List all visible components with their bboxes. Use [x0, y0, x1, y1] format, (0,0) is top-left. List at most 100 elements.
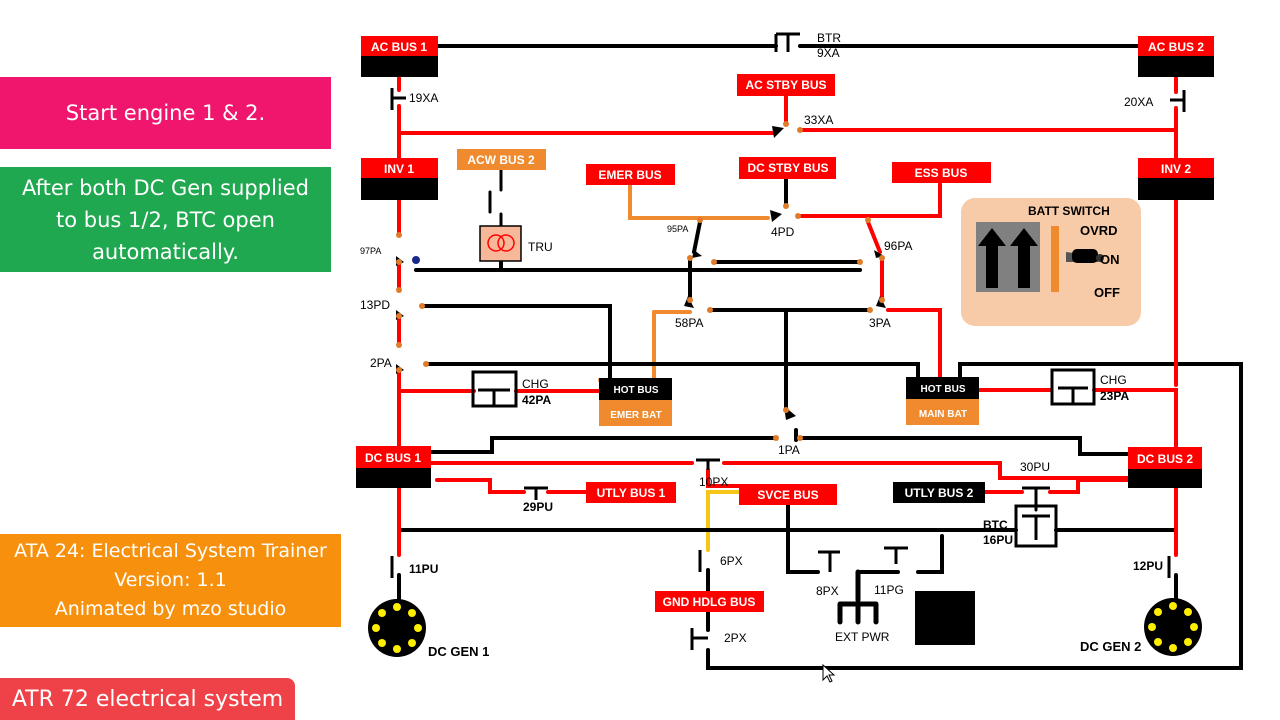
contactor-19xa-symbol [390, 88, 406, 110]
label-chg-2: CHG [1100, 373, 1127, 387]
bus-svce: SVCE BUS [739, 484, 837, 505]
label-btc: BTC [983, 518, 1008, 532]
trainer-info-line-1: ATA 24: Electrical System Trainer [14, 540, 327, 562]
emer-bat-label: EMER BAT [610, 410, 661, 421]
bus-svce-label: SVCE BUS [757, 488, 818, 502]
btc-note-line-2: to bus 1/2, BTC open [56, 207, 275, 232]
label-19xa: 19XA [409, 91, 438, 105]
label-2pa: 2PA [370, 356, 392, 370]
batt-switch-title: BATT SWITCH [1028, 204, 1110, 218]
inv-1: INV 1 [361, 158, 438, 200]
bus-ac-stby-label: AC STBY BUS [745, 78, 826, 92]
bus-gnd-hdlg: GND HDLG BUS [655, 591, 764, 612]
chg-42pa-symbol [471, 370, 518, 408]
pivot-33xa [772, 126, 784, 138]
batt-switch-indicator-bar [1051, 226, 1059, 292]
bus-ess-label: ESS BUS [915, 166, 968, 180]
bus-acw-2-label: ACW BUS 2 [467, 153, 535, 167]
inv-1-label: INV 1 [384, 162, 414, 176]
bus-gnd-hdlg-label: GND HDLG BUS [663, 595, 756, 609]
btc-contactor-symbol [1014, 504, 1058, 548]
bus-ac-2-label: AC BUS 2 [1148, 40, 1204, 54]
label-96pa: 96PA [884, 239, 912, 253]
contactor-symbols [390, 32, 1186, 650]
label-4pd: 4PD [771, 225, 795, 239]
main-battery: HOT BUS MAIN BAT [906, 377, 979, 425]
label-16pu: 16PU [983, 533, 1013, 547]
bus-utly-1: UTLY BUS 1 [586, 482, 676, 503]
bus-ac-stby: AC STBY BUS [737, 74, 835, 96]
bus-ac-1-label: AC BUS 1 [371, 40, 427, 54]
bus-dc-2-label: DC BUS 2 [1137, 452, 1193, 466]
tru-unit: TRU [479, 225, 553, 262]
btr-contactor-symbol [774, 32, 800, 52]
bus-dc-stby: DC STBY BUS [739, 157, 836, 179]
wires [397, 44, 1243, 670]
bus-ess: ESS BUS [892, 162, 991, 183]
trainer-info-line-2: Version: 1.1 [114, 569, 227, 591]
label-ext-pwr: EXT PWR [835, 630, 890, 644]
main-hot-bus-label: HOT BUS [921, 384, 966, 395]
mouse-cursor-icon [822, 663, 836, 683]
batt-switch-toggle[interactable] [1066, 249, 1104, 263]
pivot-4pd [770, 210, 782, 222]
tru-junction-dot [412, 256, 420, 264]
label-6px: 6PX [720, 554, 743, 568]
bus-acw-2: ACW BUS 2 [457, 149, 546, 170]
label-29pu: 29PU [523, 500, 553, 514]
contactor-2px-symbol [690, 628, 708, 650]
contactor-30pu-symbol [1022, 486, 1050, 498]
label-95pa: 95PA [667, 224, 688, 234]
label-2px: 2PX [724, 631, 747, 645]
video-title-banner: ATR 72 electrical system [0, 678, 295, 720]
contactor-10px-symbol [696, 458, 720, 470]
label-13pd: 13PD [360, 298, 390, 312]
label-42pa: 42PA [522, 393, 551, 407]
label-33xa: 33XA [804, 113, 833, 127]
bus-utly-2: UTLY BUS 2 [893, 482, 985, 503]
dc-gen-2-label: DC GEN 2 [1080, 639, 1141, 654]
up-arrow-icon [1010, 228, 1038, 288]
connection-dots [396, 121, 885, 441]
tru-label: TRU [528, 240, 553, 254]
label-58pa: 58PA [675, 316, 703, 330]
bus-emer-label: EMER BUS [598, 168, 661, 182]
bus-dc-stby-label: DC STBY BUS [747, 161, 828, 175]
label-20xa: 20XA [1124, 95, 1153, 109]
emer-hot-bus-label: HOT BUS [614, 385, 659, 396]
dc-gen-2: DC GEN 2 [1080, 598, 1202, 656]
trainer-info-panel: ATA 24: Electrical System Trainer Versio… [0, 534, 341, 627]
btc-note-line-1: After both DC Gen supplied [21, 175, 310, 200]
contactor-8px-symbol [818, 550, 840, 572]
label-3pa: 3PA [869, 316, 891, 330]
batt-switch-panel[interactable]: BATT SWITCH OVRD ON OFF [961, 198, 1141, 326]
label-97pa: 97PA [360, 246, 381, 256]
bus-utly-1-label: UTLY BUS 1 [597, 486, 666, 500]
label-11pg: 11PG [874, 583, 904, 597]
label-chg-1: CHG [522, 377, 549, 391]
chg-23pa-symbol [1050, 368, 1096, 406]
ext-pwr-receptacle [915, 591, 975, 645]
bus-dc-2: DC BUS 2 [1128, 447, 1202, 488]
label-1pa: 1PA [778, 443, 800, 457]
batt-switch-off-label: OFF [1094, 285, 1120, 300]
label-10px: 10PX [699, 475, 728, 489]
main-bat-label: MAIN BAT [919, 409, 967, 420]
batt-switch-on-label: ON [1100, 252, 1120, 267]
inv-2-label: INV 2 [1161, 162, 1191, 176]
bus-ac-2: AC BUS 2 [1138, 36, 1214, 77]
label-12pu: 12PU [1133, 559, 1163, 573]
label-30pu: 30PU [1020, 460, 1050, 474]
btc-note-line-3: automatically. [92, 239, 239, 264]
bus-dc-1-label: DC BUS 1 [365, 451, 421, 465]
up-arrow-icon [978, 228, 1006, 288]
batt-switch-ovrd-label: OVRD [1080, 223, 1118, 238]
dc-gen-1: DC GEN 1 [368, 599, 489, 659]
engine-step-panel: Start engine 1 & 2. [0, 77, 331, 149]
video-title-text: ATR 72 electrical system [11, 686, 284, 712]
btc-note-panel: After both DC Gen supplied to bus 1/2, B… [0, 167, 331, 272]
label-23pa: 23PA [1100, 389, 1129, 403]
dc-gen-1-label: DC GEN 1 [428, 644, 489, 659]
contactor-29pu-symbol [524, 486, 548, 500]
